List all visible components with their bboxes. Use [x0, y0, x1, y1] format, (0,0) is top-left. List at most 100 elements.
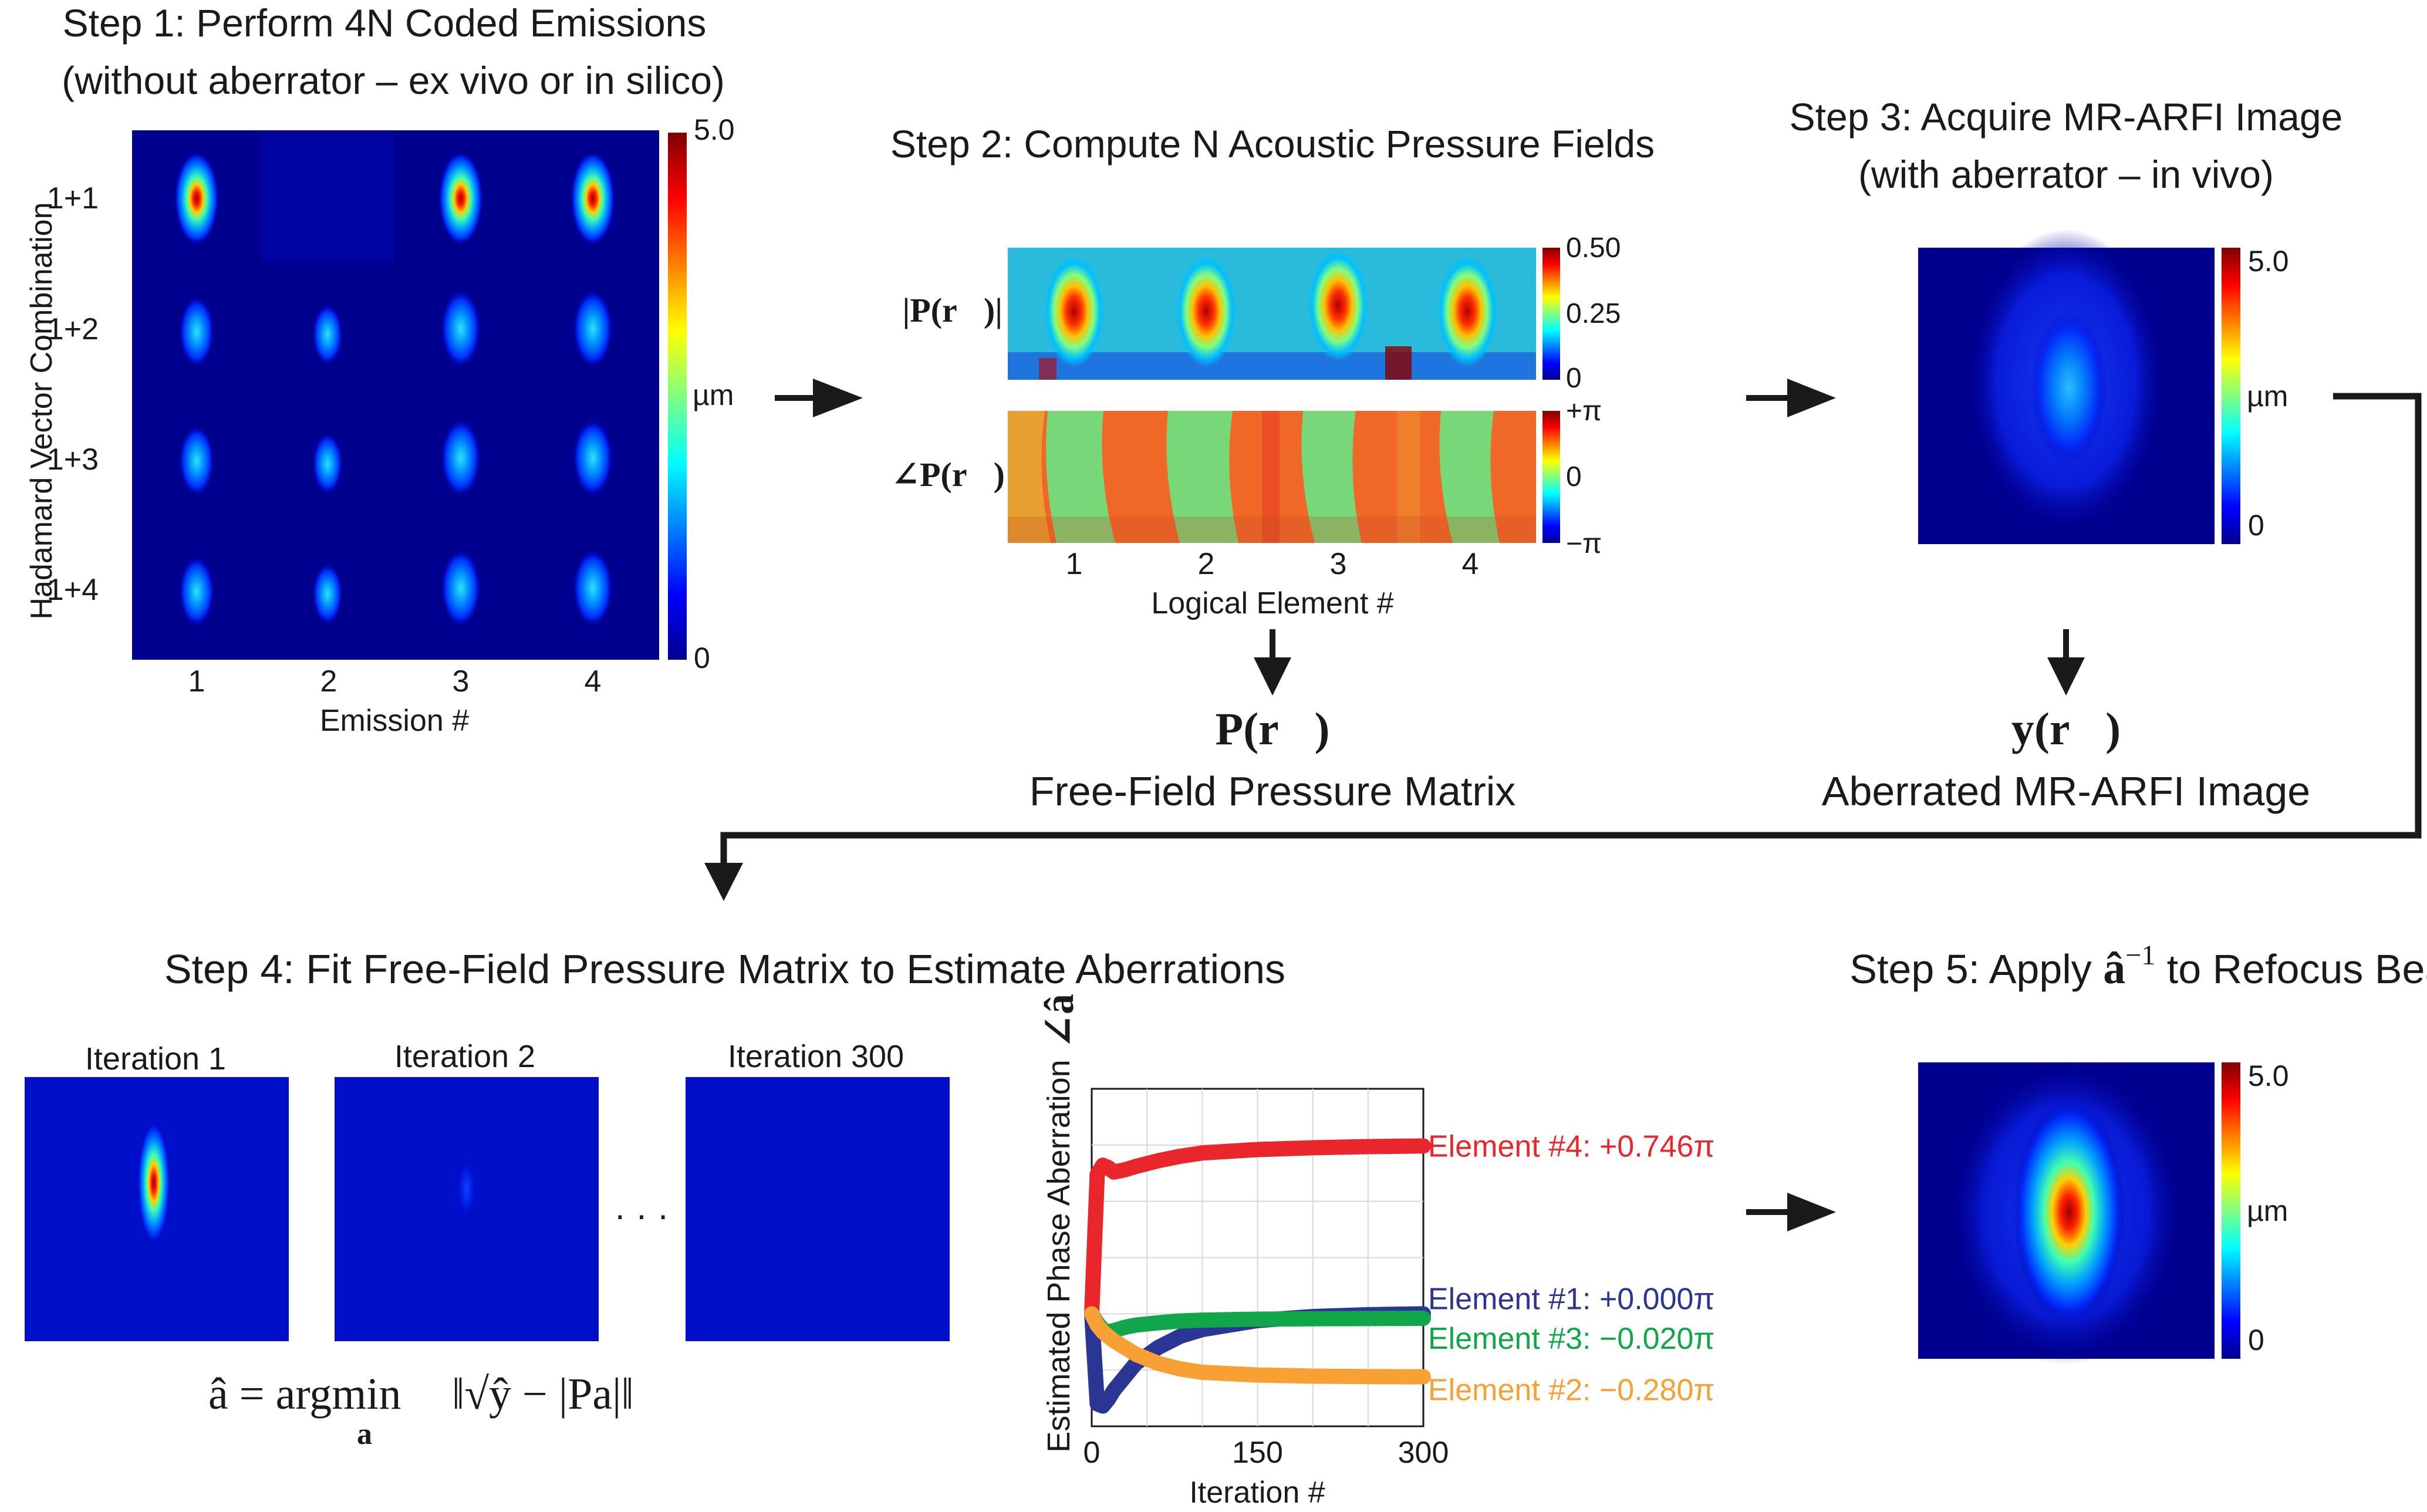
arrow-step1-to-step2 [775, 379, 863, 417]
step2-phase-cbar-mid: 0 [1566, 461, 1582, 492]
step2-title: Step 2: Compute N Acoustic Pressure Fiel… [890, 122, 1655, 166]
step2-magnitude-label: |P(r⃗)| [903, 291, 1002, 329]
step3-output-symbol: y(r⃗) [2011, 703, 2121, 754]
step2-col-label-3: 3 [1330, 547, 1347, 581]
chart-series-label-2: Element #1: +0.000π [1428, 1282, 1714, 1316]
blob-r2-c2 [312, 304, 343, 365]
step5-cbar-max: 5.0 [2248, 1059, 2289, 1092]
blob-r3-c2 [312, 433, 343, 494]
step1-row-label-3: 1+3 [47, 443, 99, 477]
step1-title-line2: (without aberrator – ex vivo or in silic… [62, 59, 725, 102]
connector-step3-to-step4 [704, 393, 2422, 901]
step5-title-symbol: â [2103, 944, 2125, 993]
step5-colorbar [2222, 1062, 2240, 1359]
step3-output-caption: Aberrated MR-ARFI Image [1822, 768, 2310, 814]
step2-col-label-1: 1 [1066, 547, 1083, 581]
step2-panel: Step 2: Compute N Acoustic Pressure Fiel… [890, 122, 1655, 814]
iteration-1-focus [137, 1121, 170, 1244]
step2-magnitude-texture [1008, 248, 1536, 380]
step1-ylabel: Hadamard Vector Combination [25, 202, 59, 619]
blob-r3-c4 [573, 419, 613, 497]
step5-title: Step 5: Apply â−1 to Refocus Beam [1849, 940, 2427, 993]
step2-mag-cbar-mid: 0.25 [1566, 298, 1621, 329]
step3-panel: Step 3: Acquire MR-ARFI Image (with aber… [1790, 95, 2343, 814]
step5-title-exponent: −1 [2125, 940, 2155, 971]
step2-phase-colorbar [1542, 411, 1560, 543]
iteration-label-2: Iteration 2 [394, 1039, 535, 1074]
step5-cbar-min: 0 [2248, 1324, 2264, 1356]
blob-r2-c1 [179, 296, 214, 367]
step1-col-label-4: 4 [585, 664, 602, 698]
equation-lhs: â = argmin [208, 1369, 401, 1419]
chart-series-label-4: Element #2: −0.280π [1428, 1373, 1714, 1408]
chart-ylabel: Estimated Phase Aberration [1041, 1059, 1076, 1452]
step3-colorbar [2222, 248, 2240, 544]
step2-mag-cbar-min: 0 [1566, 363, 1582, 394]
blob-r3-c1 [179, 426, 214, 496]
step3-cbar-max: 5.0 [2248, 245, 2289, 278]
chart-xtick-label: 300 [1398, 1436, 1449, 1470]
equation-subscript: a [357, 1418, 372, 1451]
step1-cbar-min: 0 [694, 642, 710, 674]
chart-xtick-label: 0 [1083, 1436, 1101, 1470]
step1-cbar-mid: µm [693, 379, 734, 411]
step2-mag-cbar-max: 0.50 [1566, 232, 1621, 264]
blob-r4-c3 [441, 549, 481, 627]
step4-equation: â = argmin a ‖√ŷ − |Pa|‖ [208, 1369, 634, 1451]
step3-cbar-min: 0 [2248, 509, 2264, 542]
step4-panel: Step 4: Fit Free-Field Pressure Matrix t… [25, 946, 1714, 1510]
step3-title-line1: Step 3: Acquire MR-ARFI Image [1790, 95, 2343, 139]
blob-r2-c3 [441, 290, 481, 367]
step2-col-label-2: 2 [1198, 547, 1215, 581]
step5-focus [2013, 1101, 2125, 1324]
step1-row-label-1: 1+1 [47, 181, 99, 215]
step1-heatmap [132, 130, 659, 660]
chart-series-line-1 [1084, 1138, 1431, 1322]
arrow-step4-to-step5 [1746, 1193, 1836, 1231]
iteration-label-1: Iteration 1 [85, 1041, 226, 1076]
chart-ylabel-symbol: ∠â [1037, 994, 1082, 1049]
blob-r1-c3 [438, 151, 483, 245]
chart-ticks: 0 150 300 [1083, 1436, 1449, 1470]
step1-colorbar [668, 133, 687, 660]
iteration-label-300: Iteration 300 [728, 1039, 904, 1074]
step1-col-label-2: 2 [320, 664, 337, 698]
iteration-2-focus [456, 1156, 477, 1221]
equation-rhs: ‖√ŷ − |Pa|‖ [452, 1369, 634, 1419]
iteration-ellipsis: · · · [614, 1195, 669, 1234]
step2-output-symbol: P(r⃗) [1216, 703, 1330, 754]
step2-col-label-4: 4 [1462, 547, 1479, 581]
step3-title-line2: (with aberrator – in vivo) [1858, 153, 2274, 196]
step3-cbar-mid: µm [2247, 380, 2288, 413]
blob-r4-c4 [573, 549, 613, 627]
step1-row-label-2: 1+2 [47, 312, 99, 346]
step1-col-label-3: 3 [453, 664, 470, 698]
step3-focus [2031, 311, 2107, 464]
blob-r2-c4 [573, 290, 613, 367]
step5-panel: Step 5: Apply â−1 to Refocus Beam 5.0 µm… [1849, 940, 2427, 1365]
blob-r4-c1 [179, 556, 214, 627]
arrow-step3-down [2047, 629, 2085, 696]
step2-phase-stripes [1008, 411, 1536, 543]
iteration-image-300 [686, 1077, 950, 1341]
step5-title-prefix: Step 5: Apply [1849, 946, 2103, 992]
step2-output-caption: Free-Field Pressure Matrix [1029, 768, 1516, 814]
arrow-step2-down [1254, 629, 1291, 696]
step1-xlabel: Emission # [320, 704, 469, 738]
step1-title-line1: Step 1: Perform 4N Coded Emissions [63, 1, 707, 45]
step2-phase-cbar-max: +π [1566, 396, 1602, 427]
chart-series-line-4 [1084, 1306, 1431, 1385]
blob-r1-c1 [174, 151, 219, 245]
chart-series-label-1: Element #4: +0.746π [1428, 1129, 1714, 1163]
chart-series [1084, 1138, 1431, 1414]
step2-phase-label: ∠P(r⃗) [891, 455, 1005, 494]
chart-series-label-3: Element #3: −0.020π [1428, 1322, 1714, 1356]
chart-xtick-label: 150 [1232, 1436, 1283, 1470]
step4-title: Step 4: Fit Free-Field Pressure Matrix t… [164, 946, 1285, 992]
blob-r4-c2 [312, 563, 343, 625]
step5-title-suffix: to Refocus Beam [2155, 946, 2427, 992]
arrow-step2-to-step3 [1746, 379, 1836, 417]
